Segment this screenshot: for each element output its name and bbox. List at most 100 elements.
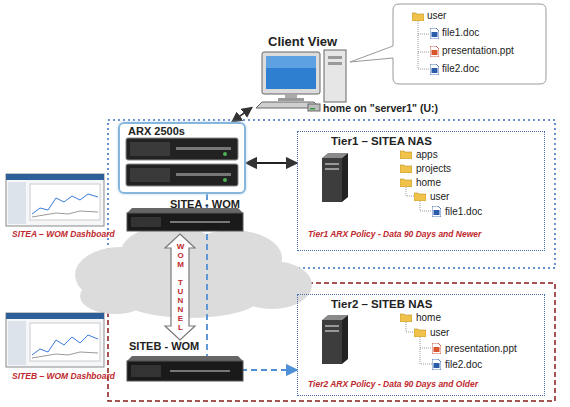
monitor	[262, 52, 320, 94]
device-vent	[170, 370, 230, 372]
file-name: presentation.ppt	[442, 45, 514, 57]
dashboard-caption: SITEB – WOM Dashboard	[12, 371, 115, 382]
unit-panel	[130, 168, 170, 182]
device-vent	[170, 221, 230, 223]
wom-device-a	[127, 208, 243, 231]
doc-icon	[430, 28, 439, 39]
device-body	[127, 361, 243, 381]
arx-appliance	[126, 138, 238, 186]
wan-optimizer: SITEA - WOM	[125, 198, 245, 234]
device-label: ARX 2500s	[128, 125, 185, 138]
unit-vent	[176, 147, 231, 150]
file-name: file2.doc	[445, 359, 482, 371]
folder-icon	[400, 314, 412, 322]
chart-line	[32, 352, 98, 358]
screen-sidebar	[8, 182, 26, 224]
file-name: file2.doc	[442, 63, 479, 75]
ppt-icon	[432, 343, 441, 354]
nas-heading: Tier1 – SITEA NAS	[331, 134, 432, 148]
server-slot	[325, 330, 339, 332]
server-front	[322, 320, 342, 364]
tree-line	[406, 322, 432, 364]
screen-frame	[6, 174, 104, 226]
drive-led	[310, 108, 315, 110]
device-panel	[131, 365, 161, 377]
callout-outline	[350, 4, 546, 84]
tunnel-arrow	[165, 234, 195, 340]
folder-name: home	[416, 177, 441, 189]
drive-icon	[308, 104, 320, 111]
chart-area	[30, 323, 100, 361]
drive-slot	[328, 56, 342, 59]
unit-led	[223, 178, 227, 182]
folder-name: user	[427, 10, 446, 22]
screen-frame	[6, 313, 104, 367]
folder-name: home	[416, 312, 441, 324]
device-label: SITEA - WOM	[170, 198, 240, 211]
device-body	[127, 213, 243, 231]
doc-icon	[432, 359, 441, 370]
client-computer: Client View	[252, 34, 350, 110]
drive-body	[308, 104, 320, 111]
nas-box: Tier1 – SITEA NASapps projects home user fil…	[297, 131, 545, 251]
cloud-part	[80, 278, 150, 314]
server-slot	[325, 163, 339, 165]
device-top	[127, 356, 243, 361]
file-name: file1.doc	[445, 206, 482, 218]
drive-label: home on "server1" (U:)	[323, 102, 438, 114]
unit-panel	[130, 142, 170, 156]
folder-name: apps	[416, 149, 438, 161]
chart-area	[30, 184, 100, 220]
tree-line	[418, 21, 430, 69]
policy-note: Tier1 ARX Policy - Data 90 Days and Newe…	[308, 229, 481, 240]
doc-icon	[430, 64, 439, 75]
wom-device-b	[127, 356, 243, 381]
unit-vent	[176, 173, 231, 176]
server-side	[342, 153, 348, 202]
dashboard-screenshot-b	[6, 313, 104, 367]
folder-icon	[400, 151, 412, 159]
monitor-base	[278, 98, 304, 101]
nas-heading: Tier2 – SITEB NAS	[331, 297, 432, 311]
server-side	[342, 315, 348, 364]
doc-icon	[432, 206, 441, 217]
device-label: SITEB - WOM	[129, 340, 199, 353]
connector	[232, 107, 252, 122]
callout-bubble: user file1.doc presentation.ppt file2.doc	[393, 4, 546, 84]
folder-name: user	[430, 191, 449, 203]
file-name: file1.doc	[442, 27, 479, 39]
connector	[246, 162, 297, 164]
folder-icon	[412, 13, 424, 21]
rack-unit	[126, 164, 238, 186]
screen-sidebar	[8, 321, 26, 365]
folder-icon	[400, 179, 412, 187]
rack-unit	[126, 138, 238, 160]
edge-label: WOM TUNNEL	[176, 242, 184, 332]
dashboard-caption: SITEA – WOM Dashboard	[12, 229, 115, 240]
policy-note: Tier2 ARX Policy - Data 90 Days and Olde…	[308, 379, 478, 390]
screen-header	[6, 313, 104, 319]
file-name: presentation.ppt	[445, 343, 517, 355]
folder-name: user	[430, 327, 449, 339]
server-slot	[325, 325, 339, 327]
folder-name: projects	[416, 163, 451, 175]
tree-line	[406, 187, 432, 211]
monitor-screen	[266, 56, 316, 89]
client-label: Client View	[268, 34, 337, 49]
dashboard-screenshot-a	[6, 174, 104, 226]
nas-server-a	[322, 153, 348, 202]
unit-led	[223, 152, 227, 156]
server-slot	[325, 168, 339, 170]
chart-line	[32, 211, 98, 217]
screen-header	[6, 174, 104, 180]
device-panel	[131, 217, 161, 227]
pc-tower	[324, 50, 346, 102]
screen-glare	[266, 56, 316, 68]
drive-slot	[328, 62, 342, 65]
computer-illustration	[256, 50, 346, 108]
nas-box: Tier2 – SITEB NAShome user presentation.pp…	[297, 294, 545, 396]
appliance-box: ARX 2500s	[118, 122, 246, 194]
folder-icon	[400, 165, 412, 173]
ppt-icon	[430, 46, 439, 57]
